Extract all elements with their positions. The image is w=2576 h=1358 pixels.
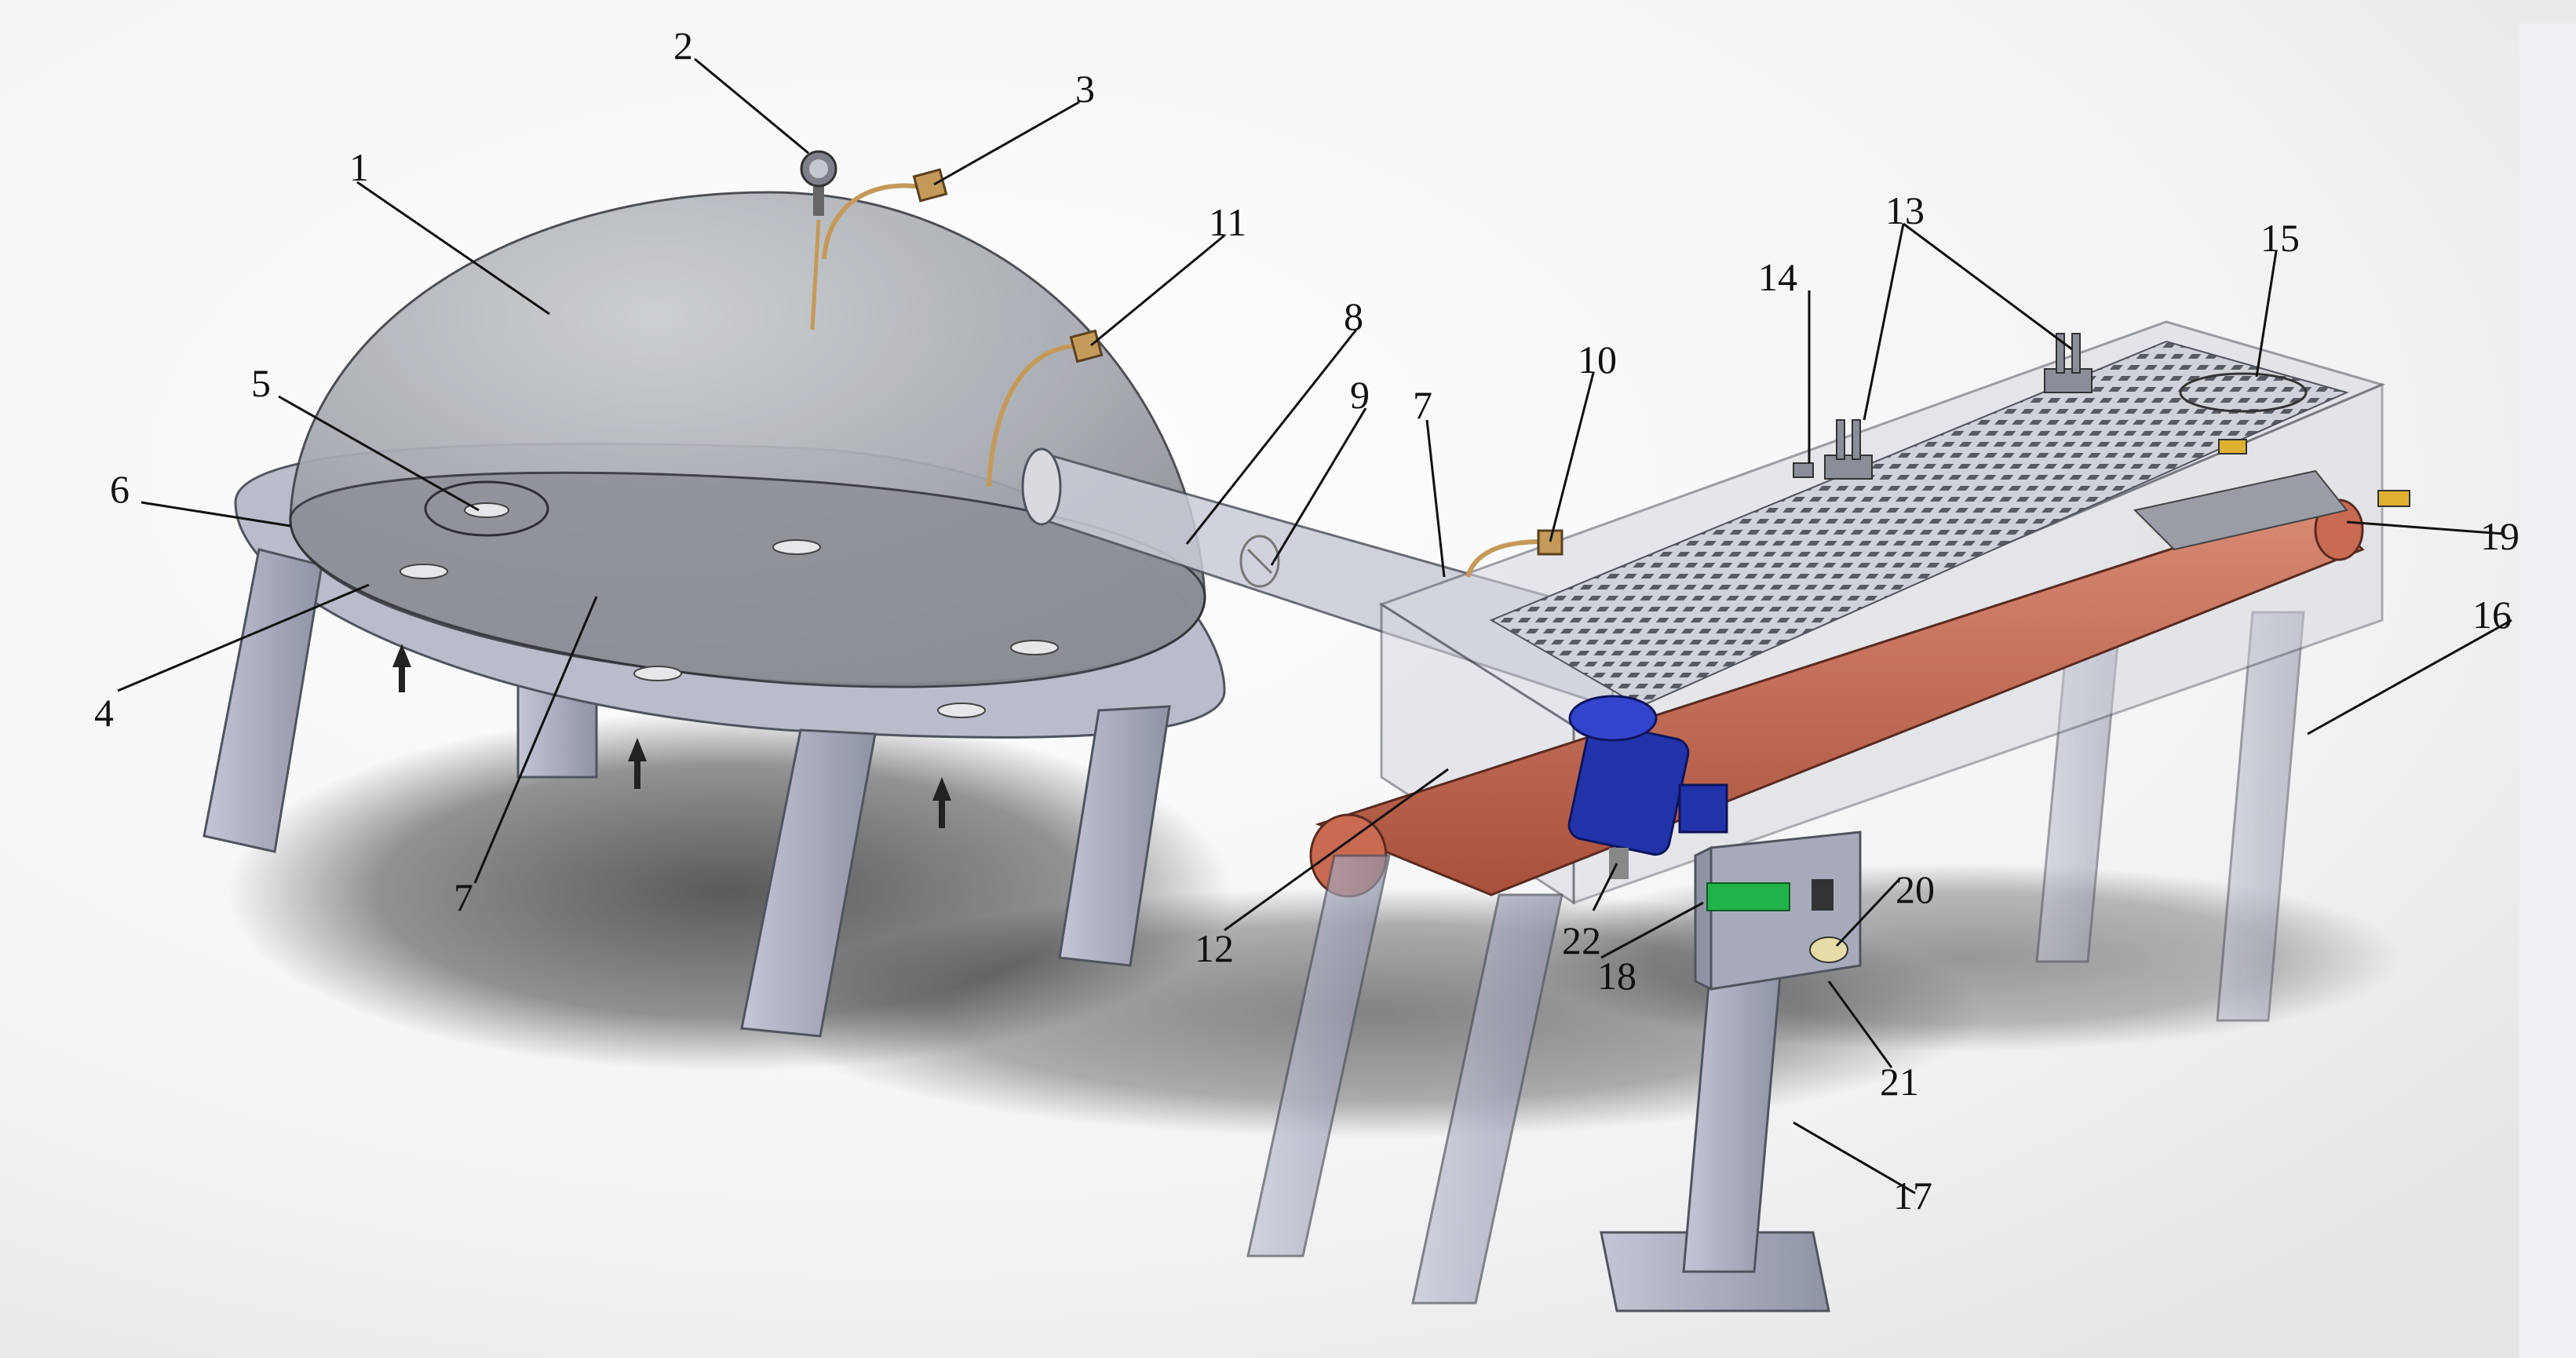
- sensor-cable-top: [822, 183, 931, 260]
- callout-12: 12: [1195, 926, 1234, 970]
- sensor-brackets: [1793, 333, 2093, 480]
- dome-leg-2: [740, 728, 877, 1038]
- callout-11: 11: [1209, 200, 1246, 244]
- right-edge-strip: [2519, 24, 2576, 1358]
- callout-9: 9: [1350, 373, 1370, 417]
- callout-20: 20: [1896, 867, 1935, 911]
- duct-fan: [1239, 535, 1280, 588]
- callout-7-dome: 7: [454, 875, 473, 919]
- sensor-3: [912, 168, 948, 203]
- plate-holes: [400, 480, 1059, 718]
- outlet-grid: [2133, 469, 2348, 551]
- callout-13: 13: [1885, 188, 1925, 232]
- callout-22: 22: [1562, 918, 1601, 962]
- panel-display: [1706, 882, 1790, 911]
- side-marker: [2377, 490, 2410, 507]
- sensor-probe-top: [810, 219, 821, 330]
- callout-6: 6: [110, 467, 130, 511]
- pressure-gauge: [800, 150, 837, 216]
- duct-inlet: [1021, 447, 1062, 526]
- callout-8: 8: [1344, 294, 1363, 338]
- callout-2: 2: [673, 24, 693, 68]
- callout-17: 17: [1893, 1174, 1932, 1217]
- callout-16: 16: [2472, 593, 2512, 637]
- panel-switch: [1812, 879, 1833, 911]
- airflow-arrows: [392, 644, 951, 828]
- dome-assembly: [203, 150, 1226, 1038]
- table-leg-2: [1411, 893, 1563, 1305]
- callout-10: 10: [1578, 338, 1617, 381]
- callout-18: 18: [1597, 954, 1636, 998]
- control-panel-assembly: [1600, 830, 1862, 1312]
- sensor-11: [1069, 329, 1104, 363]
- leader-lines: [117, 57, 2512, 1195]
- callout-14: 14: [1758, 255, 1797, 299]
- callout-7-duct: 7: [1413, 383, 1432, 427]
- tray-marker: [2218, 439, 2247, 454]
- dome-leg-3: [1058, 705, 1171, 967]
- callout-21: 21: [1880, 1060, 1919, 1104]
- feed-ring: [2179, 372, 2308, 413]
- callout-15: 15: [2260, 216, 2300, 260]
- callout-4: 4: [94, 691, 114, 735]
- callout-labels: 1 2 3 4 5 6 7 7 8 9 10 11 12 13 14 15 16…: [94, 24, 2519, 1217]
- inner-base-plate: [289, 471, 1206, 688]
- perforated-top: [1489, 340, 2349, 708]
- sensor-cable-10: [1465, 539, 1543, 578]
- sensor-10: [1537, 529, 1563, 556]
- callout-19: 19: [2480, 514, 2519, 558]
- table-leg-1: [1246, 854, 1391, 1258]
- dome-leg-1: [203, 548, 323, 853]
- callout-5: 5: [251, 361, 271, 405]
- callout-3: 3: [1075, 67, 1095, 111]
- sensor-cable-side: [987, 343, 1084, 487]
- callout-1: 1: [349, 145, 369, 189]
